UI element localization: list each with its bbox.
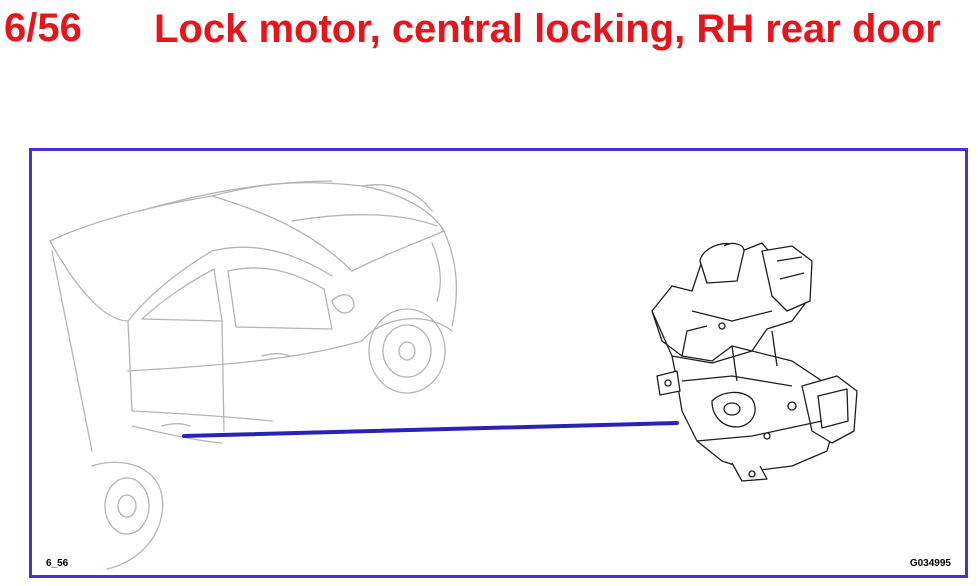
component-title: Lock motor, central locking, RH rear doo… bbox=[154, 7, 941, 51]
leader-line bbox=[182, 421, 679, 438]
illustration-drawing bbox=[49, 180, 858, 570]
car-illustration bbox=[49, 180, 458, 570]
figure-reference-label: 6_56 bbox=[46, 558, 69, 569]
figure-image-code: G034995 bbox=[909, 558, 951, 569]
lock-motor-illustration bbox=[651, 242, 858, 482]
component-number: 6/56 bbox=[4, 6, 82, 50]
illustration-frame: 6_56 G034995 bbox=[29, 148, 968, 578]
